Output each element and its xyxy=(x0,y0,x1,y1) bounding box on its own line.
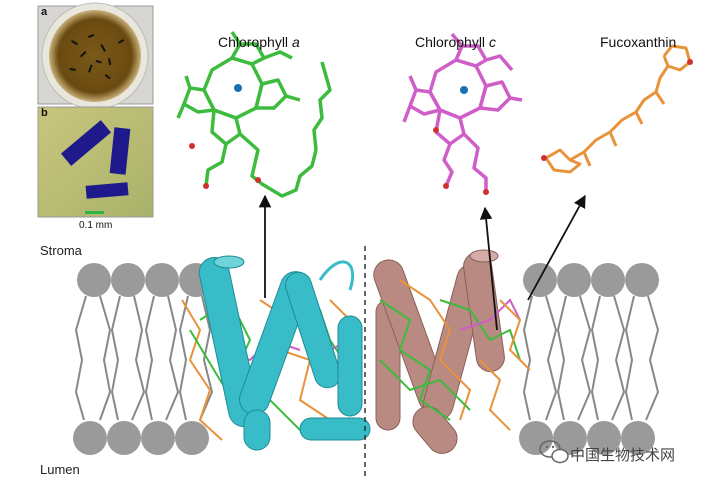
protein-right xyxy=(373,249,505,454)
scale-bar xyxy=(85,211,104,214)
pigment-mesh-right xyxy=(379,279,531,431)
panel-b-letter: b xyxy=(41,107,48,119)
lumen-label: Lumen xyxy=(40,462,80,477)
panel-a-photo xyxy=(37,2,154,110)
chlorophyll-c-italic: c xyxy=(488,34,496,50)
chlorophyll-c-title-text: Chlorophyll xyxy=(415,34,489,50)
scale-bar-label: 0.1 mm xyxy=(79,220,113,231)
fucoxanthin-structure xyxy=(541,44,693,174)
stroma-label: Stroma xyxy=(40,243,82,258)
loop-left xyxy=(318,260,355,291)
protein-left xyxy=(198,255,371,451)
panel-b-photo xyxy=(37,106,154,218)
chlorophyll-a-title: Chlorophyll a xyxy=(218,34,300,50)
membrane-right xyxy=(519,263,660,455)
wechat-icon xyxy=(539,440,569,464)
fucoxanthin-title: Fucoxanthin xyxy=(600,34,677,50)
panel-a-letter: a xyxy=(41,6,48,18)
chlorophyll-c-title: Chlorophyll c xyxy=(415,34,496,50)
chlorophyll-a-italic: a xyxy=(291,34,300,50)
chlorophyll-c-structure xyxy=(402,32,523,195)
watermark-text: 中国生物技术网 xyxy=(570,447,676,464)
chlorophyll-a-title-text: Chlorophyll xyxy=(218,34,292,50)
chlorophyll-a-structure xyxy=(176,31,332,198)
crystal-marks xyxy=(69,33,125,80)
arrow-chlorophyll-c xyxy=(479,206,498,331)
arrow-fucoxanthin xyxy=(527,194,586,301)
membrane-left xyxy=(73,263,214,455)
